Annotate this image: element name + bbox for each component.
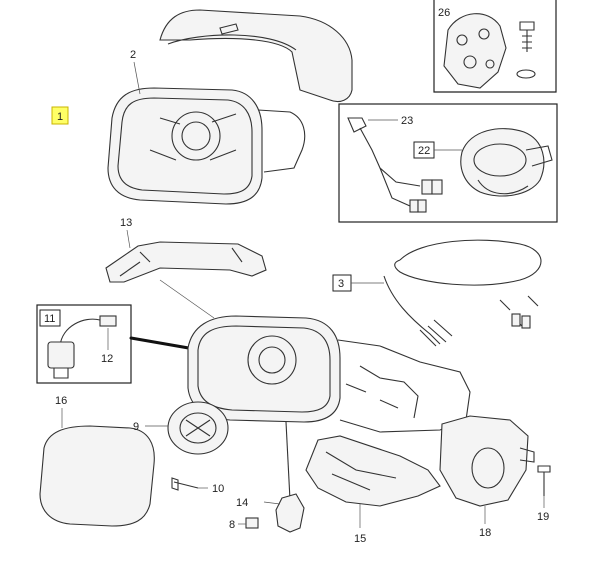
part-9-group: 9 xyxy=(133,401,229,455)
part-23-plug-4 xyxy=(417,199,427,213)
label-22: 22 xyxy=(418,145,430,157)
leader-13 xyxy=(126,229,131,249)
part-13-lamp xyxy=(105,241,267,283)
label-19: 19 xyxy=(537,511,549,523)
part-26-plate xyxy=(443,13,507,89)
part-23-wires xyxy=(359,127,421,207)
label-10: 10 xyxy=(212,483,224,495)
part-22-motor xyxy=(460,128,545,197)
part-3-cable-tail xyxy=(383,275,441,345)
part-23-bulb-holder xyxy=(347,117,367,133)
part-26-hole-3 xyxy=(463,55,477,69)
part-22-motor-face xyxy=(473,143,527,177)
label-2: 2 xyxy=(130,49,136,61)
label-13: 13 xyxy=(120,217,132,229)
part-18-lens xyxy=(471,447,505,489)
part-10-group: 10 xyxy=(171,477,224,495)
label-12: 12 xyxy=(101,353,113,365)
label-9: 9 xyxy=(133,421,139,433)
part-2-actuator-ring xyxy=(171,111,221,161)
part-22-cable xyxy=(477,179,529,195)
part-13-details xyxy=(119,247,243,277)
part-3-group: 3 xyxy=(332,239,542,347)
part-23-plug-2 xyxy=(431,179,443,195)
label-18: 18 xyxy=(479,527,491,539)
part-8-group: 8 xyxy=(229,517,259,531)
part-9-inner xyxy=(179,412,217,444)
label-11: 11 xyxy=(44,313,55,325)
mirror-cover-top-clip xyxy=(219,23,239,35)
parts-22-23-group: 23 22 xyxy=(338,103,558,223)
part-2-inner-rim xyxy=(117,97,253,195)
part-18-housing xyxy=(439,415,529,507)
part-8-bulb xyxy=(245,517,259,529)
part-2-ribs xyxy=(149,113,237,161)
part-13-group: 13 xyxy=(105,217,267,283)
part-2-bracket xyxy=(257,109,306,173)
main-housing-actuator-core xyxy=(258,346,286,374)
part-26-washer xyxy=(516,69,536,79)
part-26-screw xyxy=(519,21,535,52)
part-16-glass xyxy=(39,425,155,527)
part-26-hole-4 xyxy=(485,59,495,69)
label-1: 1 xyxy=(57,111,63,123)
part-26-bracket-group: 26 xyxy=(433,0,557,93)
part-23-plug-3 xyxy=(409,199,419,213)
part-12-bulb xyxy=(99,315,117,327)
part-22-connector xyxy=(525,145,553,167)
part-11-socket xyxy=(47,341,75,369)
label-26: 26 xyxy=(438,7,450,19)
mirror-cover-top xyxy=(159,9,353,103)
label-11-box xyxy=(39,309,61,327)
leader-2 xyxy=(133,61,141,95)
parts-11-12-group: 11 12 xyxy=(36,304,132,384)
main-housing-actuator xyxy=(247,335,297,385)
part-3-plug-1 xyxy=(511,313,521,327)
label-1-highlight xyxy=(51,106,69,125)
leader-14 xyxy=(263,501,281,505)
part-18-connector xyxy=(519,447,535,463)
parts-11-12-frame xyxy=(36,304,132,384)
parts-22-23-frame xyxy=(338,103,558,223)
part-18-group: 18 xyxy=(439,415,535,539)
main-housing-leader-down xyxy=(285,421,291,501)
part-26-hole-2 xyxy=(478,28,490,40)
part-14-group: 14 xyxy=(236,493,305,533)
part-9-cross xyxy=(185,419,211,437)
label-15: 15 xyxy=(354,533,366,545)
part-3-plug-2 xyxy=(521,315,531,329)
label-3: 3 xyxy=(338,278,344,290)
part-14-clip xyxy=(275,493,305,533)
part-19-screw xyxy=(537,465,551,496)
part-10-screw xyxy=(171,477,199,491)
main-housing-arm-details xyxy=(345,365,419,419)
leader-13-to-housing xyxy=(159,279,215,319)
part-2-housing xyxy=(107,87,263,205)
part-2-group: 2 xyxy=(107,49,306,205)
part-15-group: 15 xyxy=(305,435,441,545)
part-3-cable-loop xyxy=(394,239,542,286)
part-11-socket-base xyxy=(53,368,69,379)
label-16: 16 xyxy=(55,395,67,407)
label-14: 14 xyxy=(236,497,248,509)
part-15-ribs xyxy=(325,451,397,491)
part-15-cover xyxy=(305,435,441,507)
label-23: 23 xyxy=(401,115,413,127)
part-3-wire-ends xyxy=(419,319,453,347)
part-2-actuator-core xyxy=(181,121,211,151)
part-23-plug-1 xyxy=(421,179,433,195)
main-housing-arm xyxy=(337,339,471,433)
mirror-cover-top-edge xyxy=(167,34,297,51)
part-16-group: 16 xyxy=(39,395,155,527)
part-26-hole-1 xyxy=(456,34,468,46)
label-8: 8 xyxy=(229,519,235,531)
part-26-frame xyxy=(433,0,557,93)
part-19-group: 19 xyxy=(537,465,551,523)
